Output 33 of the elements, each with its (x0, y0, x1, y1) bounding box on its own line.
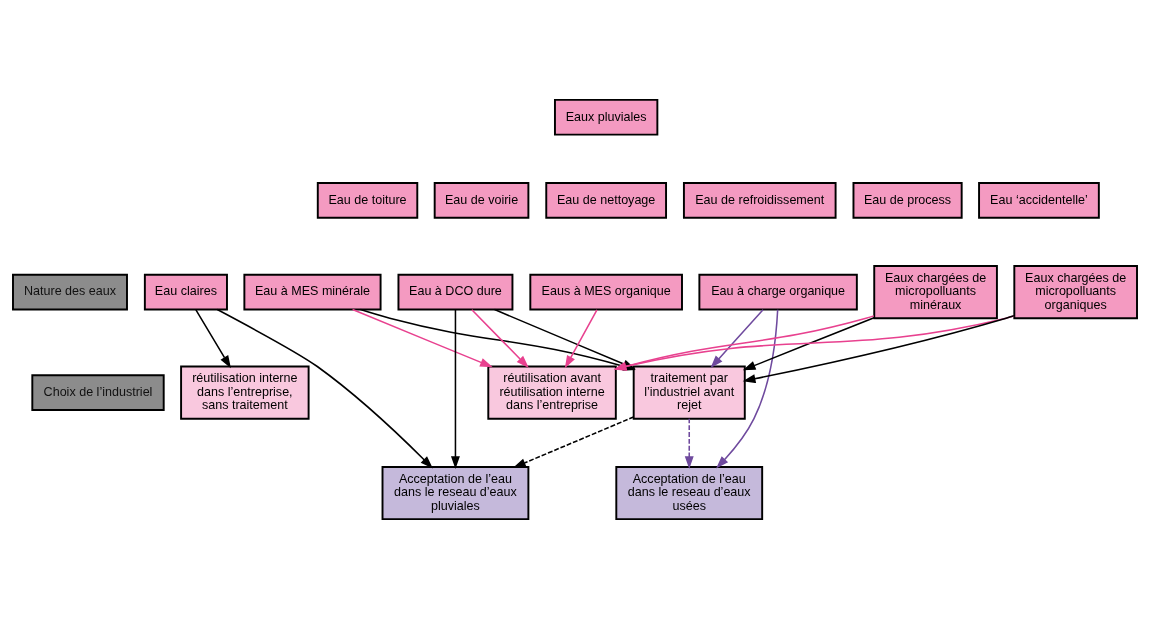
node-box: Eaus à MES organique (529, 273, 683, 311)
node-box: Nature des eaux (12, 273, 128, 311)
arrow (513, 416, 635, 468)
arrow (684, 417, 694, 469)
arrow (216, 308, 433, 469)
node-box: Eau de refroidissement (682, 182, 837, 219)
node-box: traitement par l’industriel avant rejet (632, 365, 746, 420)
node-box: Eaux chargées de micropolluants organiques (1013, 265, 1138, 320)
arrow (351, 308, 493, 368)
node-box: Eau de toiture (316, 182, 419, 219)
node-box: Acceptation de l’eau dans le reseau d’eaux pluviales (381, 466, 530, 521)
node-box: réutilisation avant réutilisation interne dans l’entreprise (487, 365, 617, 420)
arrow (710, 309, 764, 369)
node-box: Eau ‘accidentelle’ (978, 182, 1100, 219)
arrow (195, 309, 231, 369)
node-box: Acceptation de l’eau dans le reseau d’eaux usées (615, 466, 764, 521)
node-box: Eau de nettoyage (545, 182, 667, 219)
node-box: Eau de process (852, 182, 963, 219)
arrow (742, 315, 1015, 384)
node-box: réutilisation interne dans l’entreprise, sans traitement (180, 365, 310, 420)
arrow (564, 309, 598, 369)
node-box: Eau de voirie (433, 182, 530, 219)
node-box: Eau à charge organique (698, 273, 858, 311)
arrow (471, 309, 529, 368)
node-box: Eaux chargées de micropolluants minéraux (873, 265, 998, 320)
node-box: Eau à DCO dure (397, 273, 514, 311)
node-box: Eaux pluviales (554, 98, 659, 136)
node-box: Eau à MES minérale (243, 273, 382, 311)
arrow (742, 316, 875, 371)
node-box: Eau claires (143, 273, 228, 311)
node-box: Choix de l’industriel (31, 374, 165, 411)
arrow (450, 308, 460, 470)
arrow (716, 309, 779, 469)
